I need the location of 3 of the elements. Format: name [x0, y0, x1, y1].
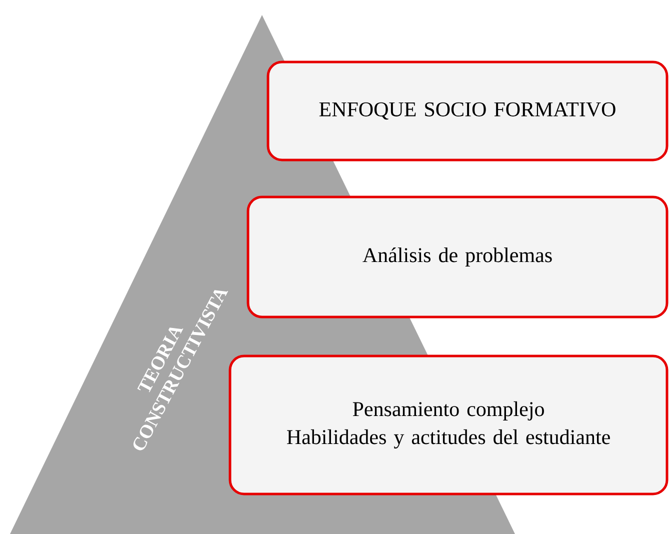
text-box: ENFOQUE SOCIO FORMATIVO	[266, 60, 668, 162]
text-box: Pensamiento complejo Habilidades y actitudes del estudiante	[228, 354, 668, 496]
text-box: Análisis de problemas	[246, 196, 668, 318]
